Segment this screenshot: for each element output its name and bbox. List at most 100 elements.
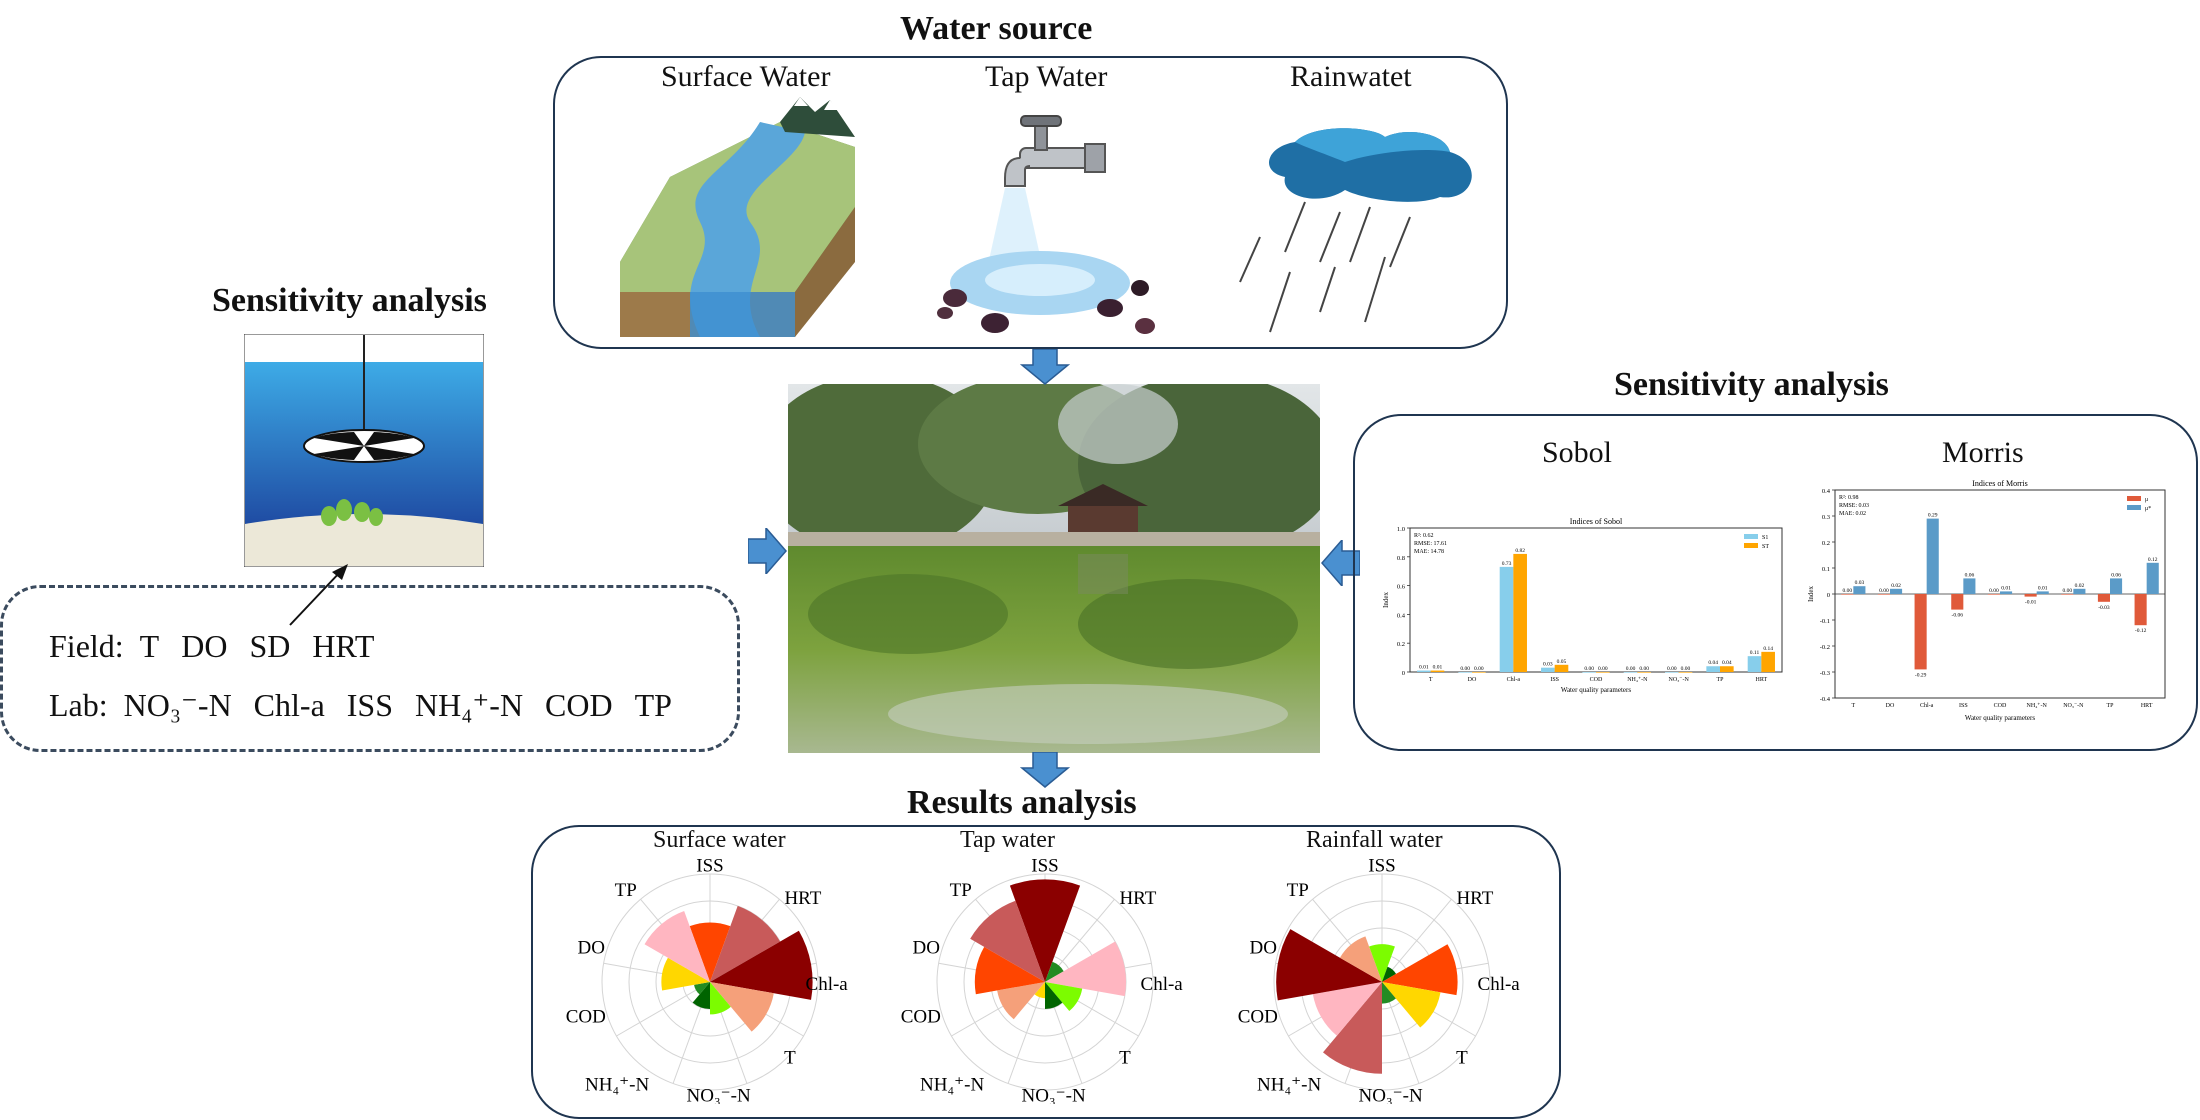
bar-μ*	[1926, 518, 1939, 594]
sector-1	[1382, 966, 1397, 982]
bar-μ*	[2036, 591, 2049, 594]
y-tick-label: -0.2	[1820, 644, 1830, 651]
axis-label: NO₃⁻-N	[687, 1085, 751, 1104]
sector-8	[1339, 936, 1382, 982]
chart-title-surface: Surface water	[653, 827, 786, 853]
bar-μ	[1877, 594, 1890, 595]
x-tick-label: COD	[1994, 703, 2007, 709]
data-label: 0.00	[1842, 588, 1852, 594]
x-tick-label: HRT	[1756, 677, 1768, 683]
bar-μ	[1951, 594, 1964, 610]
legend-swatch	[2127, 505, 2141, 510]
x-tick-label: NO₃⁻-N	[2063, 703, 2084, 709]
data-label: 0.00	[1667, 666, 1677, 672]
legend-entry: S1	[1762, 535, 1768, 541]
bar-ST	[1637, 672, 1651, 673]
y-axis-label: Index	[1382, 592, 1390, 608]
y-tick-label: 0	[1402, 670, 1405, 677]
x-tick-label: ISS	[1959, 703, 1968, 709]
bar-S1	[1582, 672, 1596, 673]
sector-8	[644, 910, 710, 982]
metric-text: MAE: 0.02	[1839, 511, 1866, 517]
x-tick-label: DO	[1468, 677, 1477, 683]
bar-ST	[1678, 672, 1693, 673]
sector-3	[710, 982, 774, 1032]
sector-0	[1009, 879, 1081, 982]
bar-μ*	[1853, 586, 1866, 594]
data-label: -0.03	[2098, 605, 2110, 611]
axis-label: NH₄⁺-N	[1257, 1075, 1321, 1096]
morris-bar-chart: Indices of Morris-0.4-0.3-0.2-0.100.10.2…	[1807, 480, 2166, 722]
source-label-tap: Tap Water	[985, 60, 1108, 93]
bar-ST	[1430, 670, 1445, 672]
bar-μ*	[1890, 588, 1903, 594]
data-label: 0.05	[1557, 659, 1567, 665]
sector-2	[1382, 944, 1458, 996]
sector-5	[1034, 982, 1045, 999]
data-label: -0.06	[1952, 613, 1964, 619]
tap-water-illustration	[937, 115, 1155, 334]
axis-label: TP	[950, 880, 972, 901]
axis-label: NH₄⁺-N	[920, 1075, 984, 1096]
axis-label: ISS	[1368, 855, 1395, 876]
grid-spoke	[1381, 898, 1452, 983]
results-title: Results analysis	[907, 784, 1137, 821]
sector-4	[1045, 982, 1063, 1009]
arrow-left-sensitivity	[1321, 540, 1360, 586]
axis-label: T	[1119, 1048, 1131, 1069]
y-tick-label: 0.8	[1397, 555, 1405, 562]
data-label: 0.03	[1855, 580, 1865, 586]
x-axis-label: Water quality parameters	[1561, 686, 1631, 694]
data-label: -0.29	[1915, 672, 1927, 678]
y-tick-label: 0.6	[1397, 584, 1406, 591]
x-tick-label: NH₄⁺-N	[1627, 677, 1648, 683]
lab-param-chla: Chl-a	[253, 687, 325, 723]
bar-μ	[1841, 594, 1854, 595]
axis-label: Chl-a	[806, 974, 849, 995]
bar-S1	[1417, 670, 1431, 672]
arrow-right-field	[748, 528, 787, 574]
lab-param-iss: ISS	[346, 687, 394, 723]
lab-param-tp: TP	[634, 687, 672, 723]
lab-params-row: Lab: NO₃⁻-N Chl-a ISS NH₄⁺-N COD TP	[49, 686, 694, 724]
results-panel	[531, 825, 1561, 1119]
sector-7	[661, 957, 710, 991]
data-label: -0.01	[2025, 600, 2037, 606]
grid-spoke	[1007, 981, 1046, 1084]
bar-μ	[1914, 594, 1927, 670]
data-label: 0.01	[1419, 665, 1429, 671]
axis-label: NH₄⁺-N	[585, 1075, 649, 1096]
x-tick-label: Chl-a	[1920, 703, 1934, 709]
x-tick-label: DO	[1886, 703, 1895, 709]
bar-μ	[2061, 594, 2074, 595]
sector-3	[1382, 982, 1441, 1028]
bar-μ	[2097, 594, 2110, 602]
right-sensitivity-title: Sensitivity analysis	[1614, 366, 1889, 403]
data-label: -0.12	[2135, 628, 2147, 634]
sensitivity-results-panel	[1353, 414, 2198, 751]
axis-label: HRT	[1456, 888, 1493, 909]
axis-label: T	[1456, 1048, 1468, 1069]
data-label: 0.02	[2075, 583, 2085, 589]
x-tick-label: COD	[1590, 677, 1603, 683]
measurement-parameters-box: Field: T DO SD HRT Lab: NO₃⁻-N Chl-a ISS…	[0, 585, 740, 752]
x-tick-label: T	[1429, 677, 1433, 683]
y-tick-label: 0.4	[1822, 488, 1831, 495]
bar-μ*	[1963, 578, 1976, 594]
bar-ST	[1472, 672, 1486, 673]
legend-swatch	[2127, 496, 2141, 501]
data-label: 0.12	[2148, 557, 2158, 563]
y-tick-label: 0.1	[1822, 566, 1830, 573]
data-label: 0.00	[1626, 666, 1636, 672]
data-label: 0.14	[1763, 646, 1773, 652]
x-tick-label: HRT	[2141, 703, 2153, 709]
sector-1	[1045, 961, 1064, 982]
bar-μ*	[2073, 588, 2086, 594]
axis-label: NO₃⁻-N	[1359, 1085, 1423, 1104]
axis-label: DO	[1249, 937, 1276, 958]
y-tick-label: 0.2	[1397, 641, 1405, 648]
axis-label: ISS	[1031, 855, 1058, 876]
x-tick-label: Chl-a	[1507, 677, 1521, 683]
